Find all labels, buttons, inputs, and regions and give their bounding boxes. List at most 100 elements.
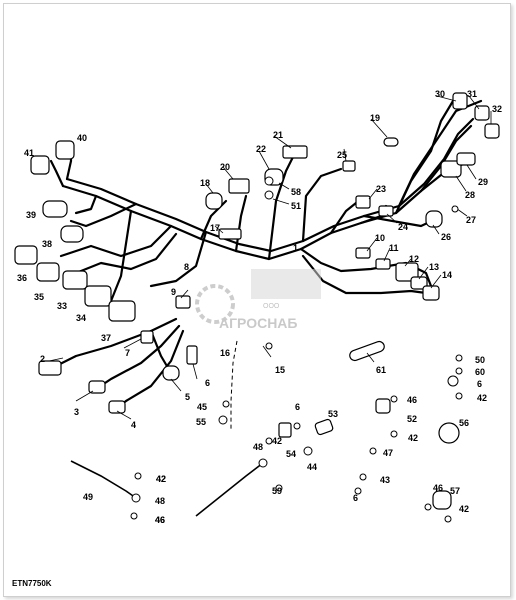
connectors (14, 92, 500, 510)
clip-52-shape (375, 398, 391, 414)
callout-19: 19 (370, 113, 380, 123)
connector-31-shape (474, 105, 490, 121)
connector-37-shape (108, 300, 136, 322)
callout-56: 56 (459, 418, 469, 428)
callout-60: 60 (475, 367, 485, 377)
callout-46-repeat-10: 46 (155, 515, 165, 525)
connector-3-shape (88, 380, 106, 394)
callout-10: 10 (375, 233, 385, 243)
callout-6-repeat-1: 6 (295, 402, 300, 412)
connector-34-shape (84, 285, 112, 307)
connector-39-shape (42, 200, 68, 218)
connector-9-shape (175, 295, 191, 309)
callout-43: 43 (380, 475, 390, 485)
fasteners (130, 176, 463, 523)
bracket-6-shape (186, 345, 198, 365)
callout-6-repeat-7: 6 (477, 379, 482, 389)
callout-41: 41 (24, 148, 34, 158)
clip-19-shape (383, 137, 399, 147)
callout-32: 32 (492, 104, 502, 114)
connector-30-shape (452, 92, 468, 110)
grommet-5-shape (162, 365, 180, 381)
callout-4: 4 (131, 420, 136, 430)
callout-17: 17 (210, 223, 220, 233)
connector-26-shape (425, 210, 443, 228)
callout-15: 15 (275, 365, 285, 375)
connector-13-shape (410, 276, 428, 290)
sensor-25-shape (342, 160, 356, 172)
callout-42-repeat-6: 42 (477, 393, 487, 403)
callout-1: 1 (293, 243, 298, 253)
callout-13: 13 (429, 262, 439, 272)
callout-28: 28 (465, 190, 475, 200)
callout-24: 24 (398, 222, 408, 232)
callout-9: 9 (171, 287, 176, 297)
watermark-truck-icon (251, 269, 321, 299)
wiring-harness-diagram: ООО АГРОСНАБ 123456789101112131415161718… (14, 89, 502, 525)
connector-14-shape (422, 285, 440, 301)
callout-45: 45 (197, 402, 207, 412)
connector-41-shape (30, 155, 50, 175)
callout-12: 12 (409, 254, 419, 264)
connector-10-shape (355, 247, 371, 259)
callout-29: 29 (478, 177, 488, 187)
callout-8: 8 (184, 262, 189, 272)
connector-4-shape (108, 400, 126, 414)
connector-20-shape (228, 178, 250, 194)
callout-18: 18 (200, 178, 210, 188)
callout-27: 27 (466, 215, 476, 225)
connector-38-shape (60, 225, 84, 243)
callout-7: 7 (125, 348, 130, 358)
connector-12-shape (395, 262, 419, 282)
callout-42-repeat-0: 42 (272, 436, 282, 446)
callout-58: 58 (291, 187, 301, 197)
callout-11: 11 (389, 243, 399, 253)
cable-tie-49-right (195, 462, 264, 517)
callout-14: 14 (442, 270, 452, 280)
part-53-shape (314, 418, 334, 436)
callout-46-repeat-3: 46 (407, 395, 417, 405)
connector-23-shape (355, 195, 371, 209)
sleeve-61-shape (349, 340, 385, 362)
connector-32-shape (484, 123, 500, 139)
callout-57: 57 (450, 486, 460, 496)
connector-24-shape (378, 205, 394, 217)
callout-61: 61 (376, 365, 386, 375)
callout-20: 20 (220, 162, 230, 172)
callout-39: 39 (26, 210, 36, 220)
callout-22: 22 (256, 144, 266, 154)
connector-7-shape (140, 330, 154, 344)
callout-36: 36 (17, 273, 27, 283)
callout-42: 42 (156, 474, 166, 484)
callout-23: 23 (376, 184, 386, 194)
callout-42-repeat-4: 42 (408, 433, 418, 443)
callout-16: 16 (220, 348, 230, 358)
callout-6: 6 (205, 378, 210, 388)
callout-49: 49 (83, 492, 93, 502)
callout-51: 51 (291, 201, 301, 211)
cable-ties (70, 460, 264, 517)
connector-40-shape (55, 140, 75, 160)
callout-48-repeat-2: 48 (253, 442, 263, 452)
grommet-56-shape (438, 422, 460, 444)
callout-48: 48 (155, 496, 165, 506)
watermark: ООО АГРОСНАБ (195, 269, 321, 331)
connector-33-shape (62, 270, 88, 290)
watermark-gear-icon (195, 284, 235, 324)
clip-57-shape (432, 490, 452, 510)
routing-line-16 (230, 340, 238, 431)
connector-35-shape (36, 262, 60, 282)
connector-18-shape (205, 192, 223, 210)
callout-52: 52 (407, 414, 417, 424)
callout-46: 46 (155, 515, 165, 525)
connector-17-shape (218, 228, 242, 240)
watermark-prefix: ООО (263, 303, 280, 310)
callout-layer: 1234567891011121314151617181920212223242… (17, 89, 502, 525)
callout-34: 34 (76, 313, 86, 323)
callout-37: 37 (101, 333, 111, 343)
callout-31: 31 (467, 89, 477, 99)
callout-6-repeat-5: 6 (353, 493, 358, 503)
callout-26: 26 (441, 232, 451, 242)
watermark-company: АГРОСНАБ (219, 315, 297, 331)
